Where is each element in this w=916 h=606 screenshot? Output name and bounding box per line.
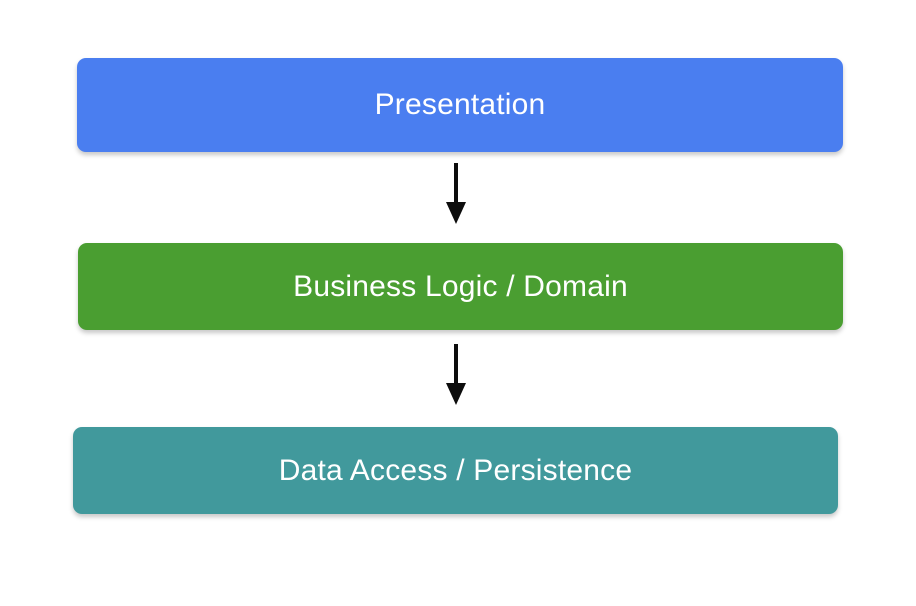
layer-box-business-logic[interactable]: Business Logic / Domain [78, 243, 843, 330]
arrow-business-to-data [440, 344, 472, 406]
arrow-down-icon [446, 163, 466, 224]
layer-box-presentation[interactable]: Presentation [77, 58, 843, 152]
arrow-down-icon [446, 344, 466, 405]
arrow-presentation-to-business [440, 163, 472, 225]
layer-label-presentation: Presentation [374, 88, 546, 121]
layer-box-data-access[interactable]: Data Access / Persistence [73, 427, 838, 514]
layer-label-data-access: Data Access / Persistence [278, 453, 633, 487]
layer-label-business-logic: Business Logic / Domain [293, 269, 628, 303]
